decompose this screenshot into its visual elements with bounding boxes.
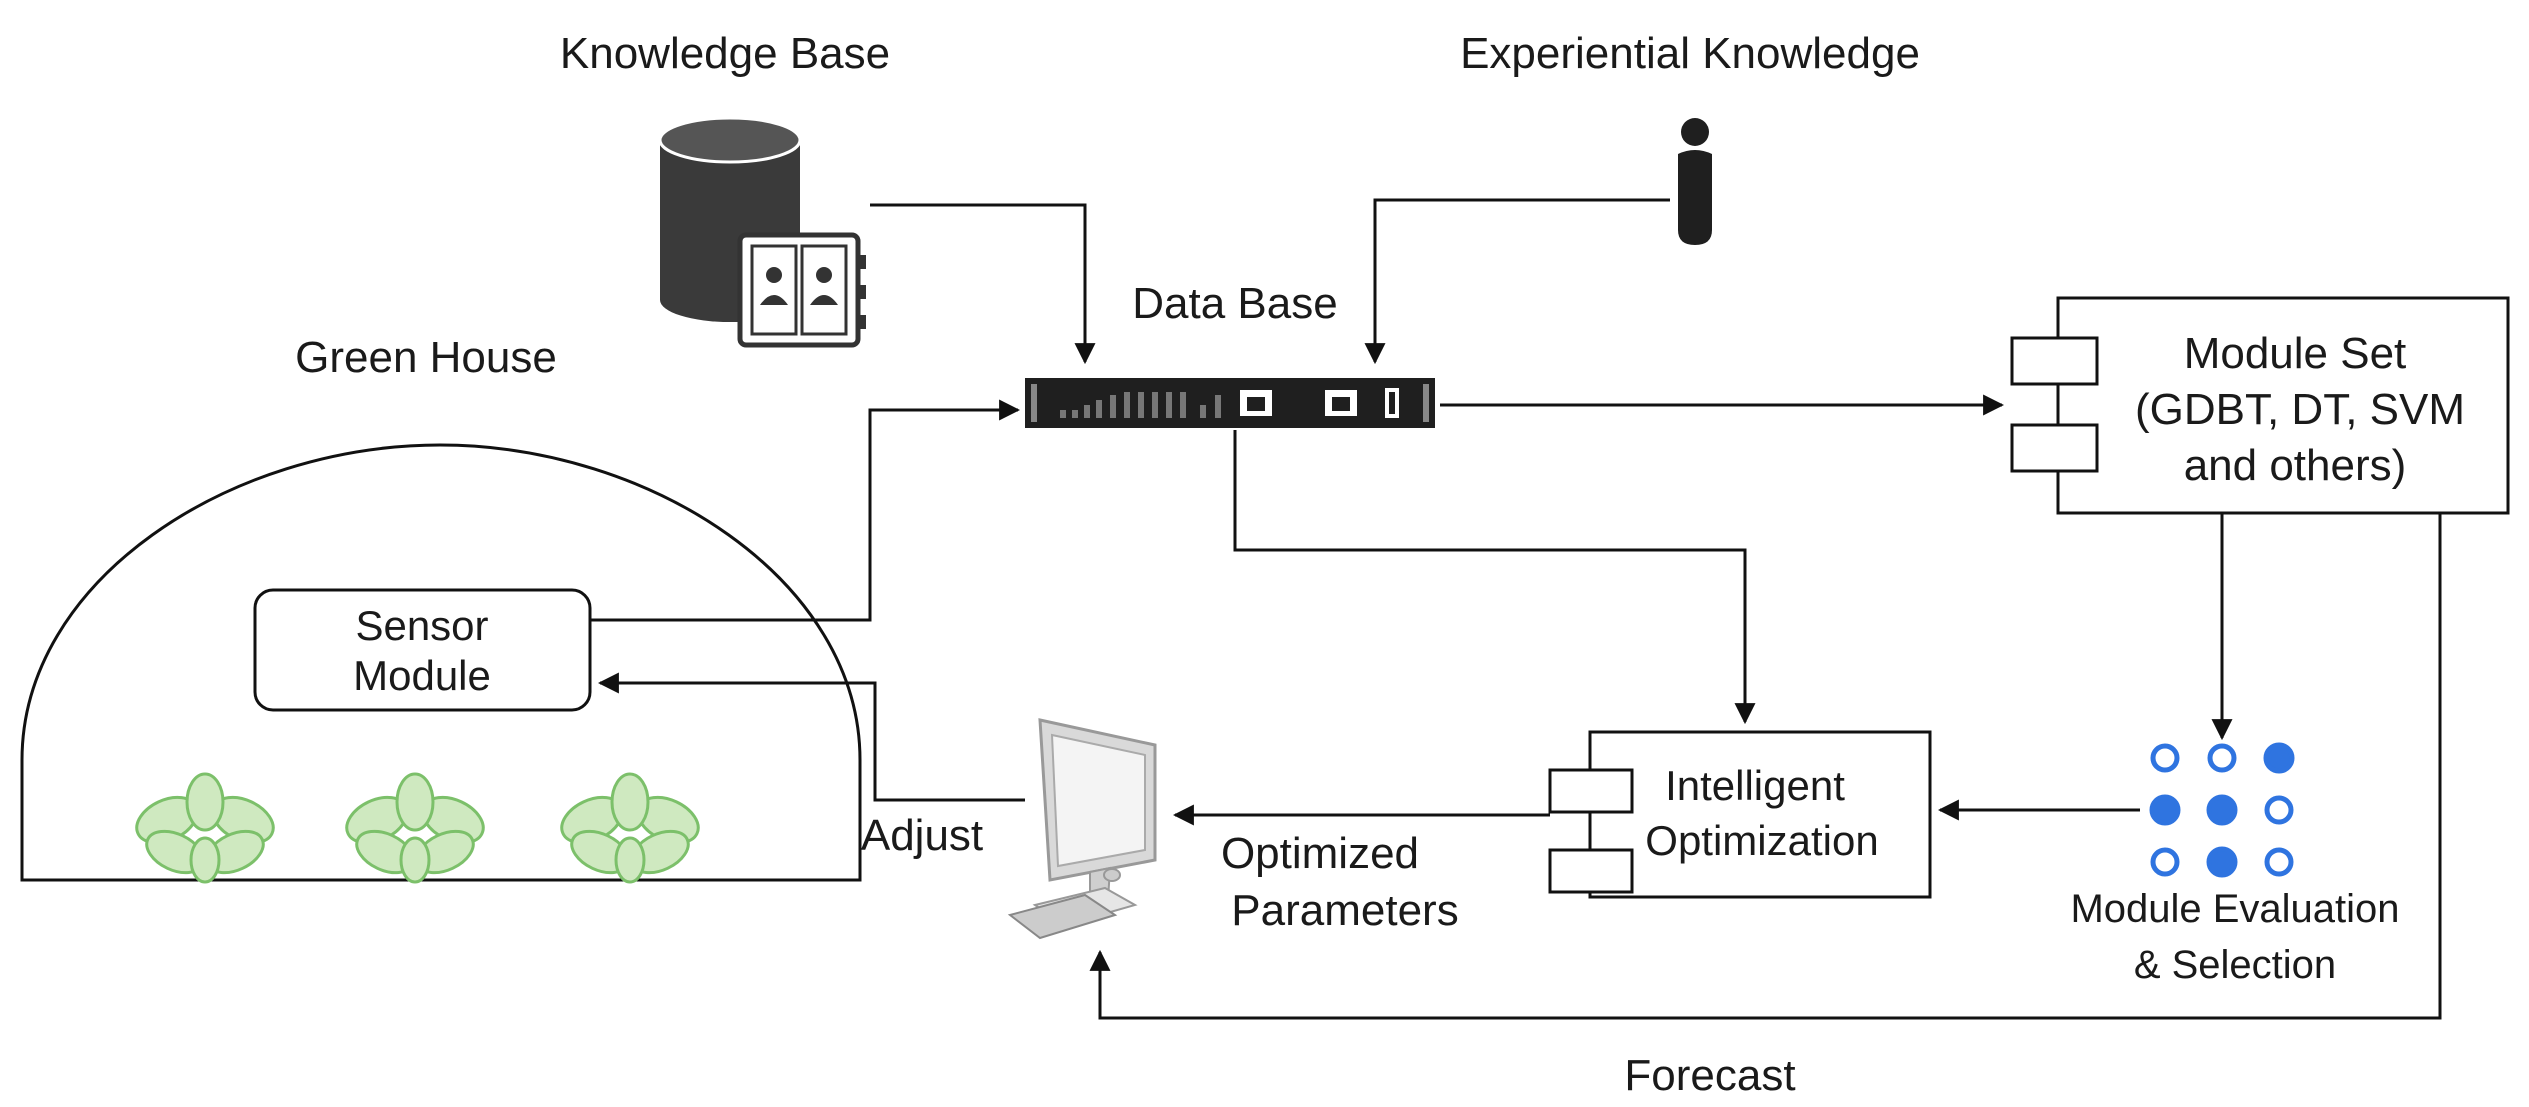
green-house-label: Green House: [295, 333, 557, 382]
sensor-module-box: [253, 588, 592, 712]
address-book-icon: [737, 232, 866, 348]
intelligent-label-2: Optimization: [1645, 817, 1878, 864]
server-icon: [1025, 378, 1435, 428]
evaluation-label-1: Module Evaluation: [2070, 887, 2399, 931]
module-set-label-3: and others): [2184, 441, 2407, 490]
evaluation-label-2: & Selection: [2134, 943, 2336, 987]
greenhouse-dome: [20, 443, 862, 882]
module-set-box: [2010, 296, 2510, 515]
arrow-forecast-to-computer: [1089, 513, 2442, 1020]
intelligent-optimization-box: [1548, 730, 1932, 899]
arrow-database-to-optimization: [1233, 430, 1756, 725]
intelligent-label-1: Intelligent: [1665, 762, 1845, 809]
experiential-knowledge-label: Experiential Knowledge: [1460, 29, 1920, 78]
optimized-label-2: Parameters: [1231, 886, 1458, 935]
data-base-label: Data Base: [1132, 279, 1337, 328]
forecast-label: Forecast: [1624, 1051, 1795, 1100]
arrow-experiential-to-database: [1364, 198, 1670, 365]
knowledge-base-label: Knowledge Base: [560, 29, 890, 78]
dot-grid-icon: [2149, 742, 2295, 878]
plant-icon: [560, 772, 700, 884]
arrow-knowledge-to-database: [870, 203, 1096, 365]
computer-icon: [1007, 718, 1157, 940]
connectors: [590, 198, 2442, 1020]
sensor-module-label-1: Sensor: [355, 602, 488, 649]
plant-icon: [135, 772, 275, 884]
optimized-label-1: Optimized: [1221, 829, 1419, 878]
adjust-label: Adjust: [861, 811, 983, 860]
arrow-computer-to-sensor: [597, 672, 1025, 802]
module-set-label-2: (GDBT, DT, SVM: [2135, 385, 2465, 434]
person-icon: [1678, 118, 1712, 245]
arrow-sensor-to-database: [590, 399, 1021, 622]
module-set-label-1: Module Set: [2184, 329, 2407, 378]
sensor-module-label-2: Module: [353, 652, 491, 699]
plant-icon: [345, 772, 485, 884]
